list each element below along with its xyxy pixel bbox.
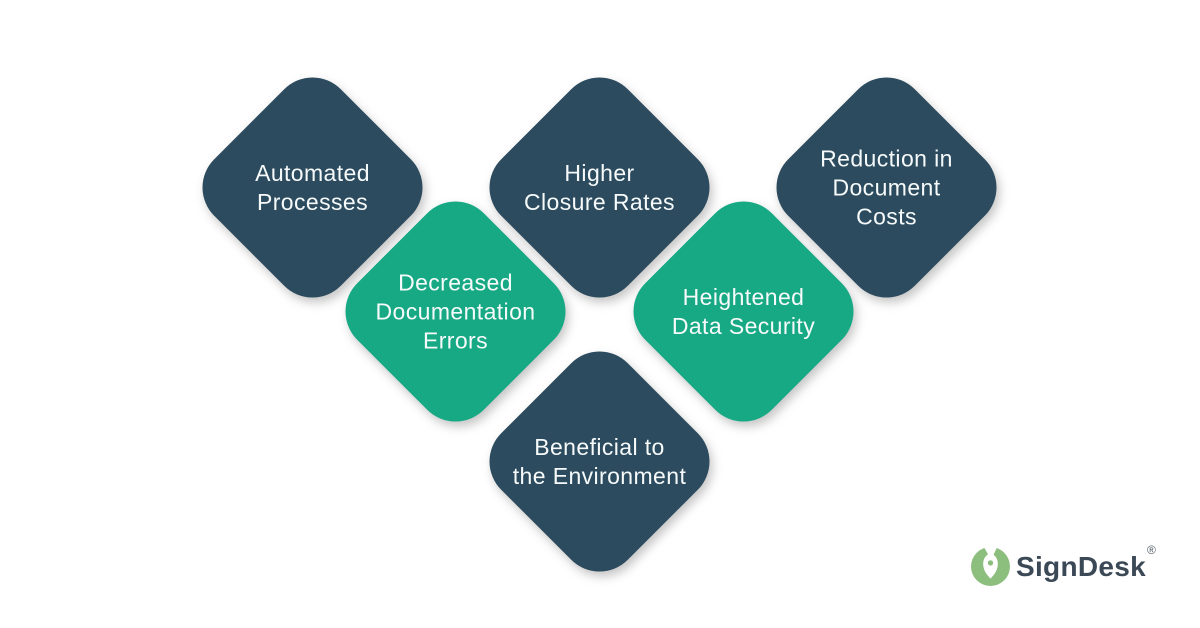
- signdesk-logo: SignDesk®: [970, 544, 1156, 587]
- benefit-diamond-heightened-data-security: Heightened Data Security: [616, 184, 871, 439]
- diamond-label: Beneficial to the Environment: [512, 433, 687, 489]
- logo-text: SignDesk: [1016, 550, 1146, 582]
- benefit-diamond-reduction-document-costs: Reduction in Document Costs: [759, 60, 1014, 315]
- benefit-diamond-automated-processes: Automated Processes: [185, 60, 440, 315]
- signdesk-wordmark: SignDesk®: [1016, 544, 1156, 582]
- benefit-diamond-decreased-doc-errors: Decreased Documentation Errors: [328, 184, 583, 439]
- diamond-label: Higher Closure Rates: [524, 159, 675, 215]
- pen-nib-leaf-icon: [971, 546, 1010, 586]
- diamond-label: Decreased Documentation Errors: [375, 269, 536, 353]
- diamond-label: Reduction in Document Costs: [820, 145, 953, 229]
- benefit-diamond-beneficial-environment: Beneficial to the Environment: [472, 334, 727, 589]
- benefit-diamond-higher-closure-rates: Higher Closure Rates: [472, 60, 727, 315]
- diamond-label: Automated Processes: [255, 159, 370, 215]
- registered-trademark-symbol: ®: [1147, 543, 1157, 558]
- diamond-label: Heightened Data Security: [671, 283, 816, 339]
